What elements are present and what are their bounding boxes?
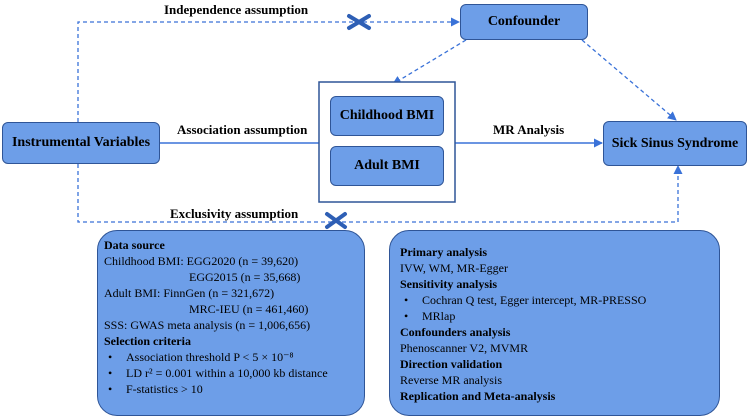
criteria-item: LD r² = 0.001 within a 10,000 kb distanc… xyxy=(104,365,358,381)
exclusivity-label: Exclusivity assumption xyxy=(170,206,299,221)
confounder-to-bmi-arrow xyxy=(392,39,467,85)
adult-source-line-2: MRC-IEU (n = 461,460) xyxy=(189,302,309,316)
sick-sinus-syndrome-node: Sick Sinus Syndrome xyxy=(603,121,747,166)
primary-analysis-methods: IVW, WM, MR-Egger xyxy=(400,261,508,275)
confounders-analysis-methods: Phenoscanner V2, MVMR xyxy=(400,341,529,355)
confounders-analysis-title: Confounders analysis xyxy=(400,325,511,339)
selection-criteria-title: Selection criteria xyxy=(104,334,191,348)
independence-arrow xyxy=(77,17,460,122)
mr-analysis-label: MR Analysis xyxy=(493,122,565,137)
sensitivity-analysis-title: Sensitivity analysis xyxy=(400,277,498,291)
replication-title: Replication and Meta-analysis xyxy=(400,389,556,403)
exclusivity-cross-icon xyxy=(325,212,347,229)
childhood-bmi-node: Childhood BMI xyxy=(330,96,444,136)
criteria-item: F-statistics > 10 xyxy=(104,381,358,397)
adult-source-line: Adult BMI: FinnGen (n = 321,672) xyxy=(104,286,275,300)
instrumental-variables-node: Instrumental Variables xyxy=(2,122,160,164)
direction-validation-title: Direction validation xyxy=(400,357,503,371)
confounder-node: Confounder xyxy=(460,4,588,40)
association-label: Association assumption xyxy=(177,122,308,137)
sensitivity-item: MRlap xyxy=(400,308,711,324)
exclusivity-arrow xyxy=(77,164,683,223)
confounder-to-outcome-arrow xyxy=(581,39,677,121)
sss-source-line: SSS: GWAS meta analysis (n = 1,006,656) xyxy=(104,318,311,332)
analysis-panel: Primary analysis IVW, WM, MR-Egger Sensi… xyxy=(389,230,720,416)
independence-cross-icon xyxy=(347,14,371,30)
direction-validation-methods: Reverse MR analysis xyxy=(400,373,502,387)
sensitivity-item: Cochran Q test, Egger intercept, MR-PRES… xyxy=(400,292,711,308)
childhood-source-line: Childhood BMI: EGG2020 (n = 39,620) xyxy=(104,254,299,268)
childhood-source-line-2: EGG2015 (n = 35,668) xyxy=(189,270,301,284)
adult-bmi-node: Adult BMI xyxy=(330,146,444,186)
criteria-item: Association threshold P < 5 × 10⁻⁸ xyxy=(104,349,358,365)
data-source-panel: Data source Childhood BMI: EGG2020 (n = … xyxy=(97,230,365,416)
data-source-title: Data source xyxy=(104,238,165,252)
primary-analysis-title: Primary analysis xyxy=(400,245,487,259)
independence-label: Independence assumption xyxy=(164,2,309,17)
